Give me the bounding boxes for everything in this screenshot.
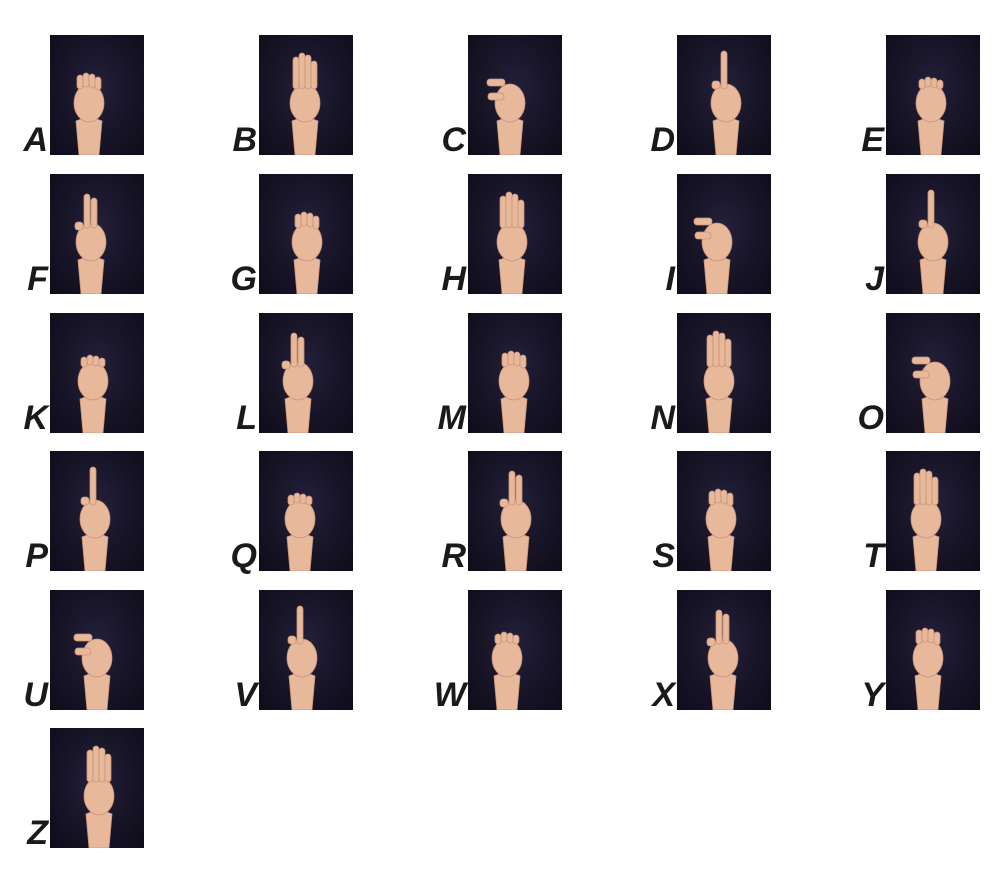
letter-label: B (232, 121, 257, 159)
sign-cell-k: K (0, 313, 160, 435)
letter-label: X (652, 676, 675, 714)
hand-sign-photo (886, 174, 980, 294)
letter-label: S (652, 537, 675, 575)
letter-label: H (441, 260, 466, 298)
sign-cell-w: W (418, 590, 578, 712)
sign-cell-f: F (0, 174, 160, 296)
letter-label: O (857, 399, 884, 437)
hand-sign-photo (468, 451, 562, 571)
sign-cell-c: C (418, 35, 578, 157)
sign-cell-l: L (209, 313, 369, 435)
sign-cell-p: P (0, 451, 160, 573)
hand-sign-photo (259, 174, 353, 294)
hand-sign-photo (886, 451, 980, 571)
letter-label: D (650, 121, 675, 159)
sign-cell-n: N (627, 313, 787, 435)
sign-cell-o: O (836, 313, 996, 435)
sign-cell-g: G (209, 174, 369, 296)
hand-sign-photo (50, 728, 144, 848)
sign-cell-i: I (627, 174, 787, 296)
letter-label: J (865, 260, 884, 298)
letter-label: P (25, 537, 48, 575)
letter-label: E (861, 121, 884, 159)
sign-cell-t: T (836, 451, 996, 573)
letter-label: U (23, 676, 48, 714)
hand-sign-photo (259, 590, 353, 710)
letter-label: F (27, 260, 48, 298)
letter-label: M (437, 399, 466, 437)
sign-cell-m: M (418, 313, 578, 435)
sign-cell-s: S (627, 451, 787, 573)
hand-sign-photo (677, 313, 771, 433)
sign-cell-v: V (209, 590, 369, 712)
letter-label: C (441, 121, 466, 159)
sign-cell-b: B (209, 35, 369, 157)
letter-label: K (23, 399, 48, 437)
letter-label: G (230, 260, 257, 298)
hand-sign-photo (468, 174, 562, 294)
sign-cell-e: E (836, 35, 996, 157)
hand-sign-photo (259, 313, 353, 433)
sign-cell-j: J (836, 174, 996, 296)
hand-sign-photo (50, 35, 144, 155)
hand-sign-photo (468, 590, 562, 710)
hand-sign-photo (259, 35, 353, 155)
letter-label: Z (27, 814, 48, 852)
letter-label: N (650, 399, 675, 437)
hand-sign-photo (50, 451, 144, 571)
letter-label: A (23, 121, 48, 159)
hand-sign-photo (886, 590, 980, 710)
sign-cell-y: Y (836, 590, 996, 712)
hand-sign-photo (468, 313, 562, 433)
sign-cell-z: Z (0, 728, 160, 850)
letter-label: R (441, 537, 466, 575)
sign-cell-q: Q (209, 451, 369, 573)
hand-sign-photo (677, 451, 771, 571)
hand-sign-photo (886, 313, 980, 433)
sign-cell-u: U (0, 590, 160, 712)
hand-sign-photo (677, 174, 771, 294)
sign-cell-h: H (418, 174, 578, 296)
hand-sign-photo (50, 313, 144, 433)
sign-cell-a: A (0, 35, 160, 157)
hand-sign-photo (677, 35, 771, 155)
hand-sign-photo (677, 590, 771, 710)
letter-label: Y (861, 676, 884, 714)
sign-cell-d: D (627, 35, 787, 157)
hand-sign-photo (259, 451, 353, 571)
letter-label: V (234, 676, 257, 714)
hand-sign-photo (886, 35, 980, 155)
letter-label: L (236, 399, 257, 437)
letter-label: I (665, 260, 675, 298)
letter-label: Q (230, 537, 257, 575)
letter-label: W (433, 676, 466, 714)
hand-sign-photo (50, 590, 144, 710)
sign-cell-x: X (627, 590, 787, 712)
sign-cell-r: R (418, 451, 578, 573)
hand-sign-photo (468, 35, 562, 155)
hand-sign-photo (50, 174, 144, 294)
letter-label: T (863, 537, 884, 575)
